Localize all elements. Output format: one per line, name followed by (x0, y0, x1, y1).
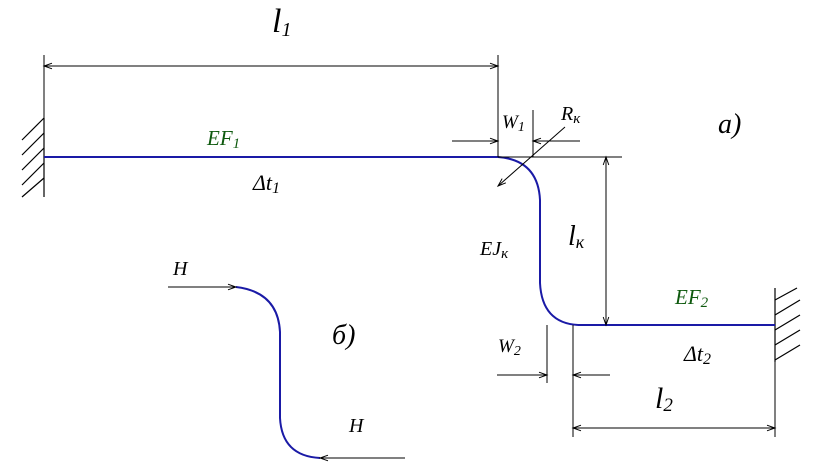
label-w1: W1 (502, 112, 525, 135)
right-wall-support (774, 287, 801, 362)
label-w2: W2 (498, 336, 521, 359)
label-h-top: H (172, 258, 189, 280)
label-rk: Rк (560, 103, 581, 127)
label-h-bottom: H (348, 415, 365, 437)
label-ef2: EF2 (674, 285, 709, 311)
dimension-lk (498, 155, 622, 327)
dimension-w2 (497, 325, 610, 437)
left-wall-support (21, 117, 45, 198)
label-lk: lк (568, 221, 585, 252)
dimension-l2 (571, 362, 777, 437)
label-ejk: EJк (479, 238, 509, 262)
label-l1: l1 (272, 3, 291, 41)
label-dt1: Δt1 (252, 170, 280, 197)
label-dt2: Δt2 (683, 341, 711, 368)
dimension-l1 (42, 55, 500, 157)
compensator-sketch (235, 286, 321, 459)
label-a: а) (718, 109, 741, 140)
dimension-w1 (452, 110, 580, 157)
label-l2: l2 (655, 382, 673, 416)
pipe-compensator (497, 156, 579, 326)
label-ef1: EF1 (206, 126, 240, 152)
label-b: б) (332, 320, 355, 351)
